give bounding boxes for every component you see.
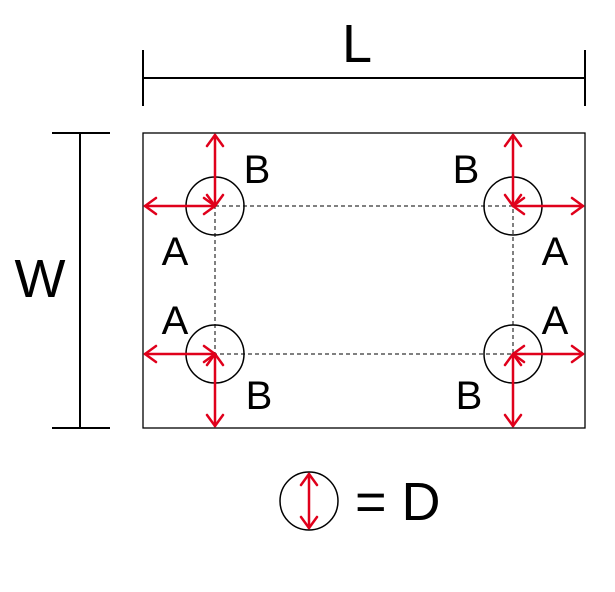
label-a-top-left: A [162, 230, 189, 274]
length-dimension [142, 50, 586, 106]
arrow-b-bottom-right [503, 352, 523, 428]
legend-equals-d: = D [355, 472, 441, 532]
label-b-bottom-right: B [456, 374, 483, 418]
hole-center-pattern [214, 205, 514, 355]
label-a-bottom-left: A [162, 299, 189, 343]
label-b-top-right: B [453, 148, 480, 192]
arrow-a-top-right [511, 196, 585, 216]
arrow-a-bottom-left [143, 344, 217, 364]
edge-distance-arrows [143, 133, 585, 428]
mounting-holes [185, 176, 543, 384]
label-b-top-left: B [244, 148, 271, 192]
arrow-a-top-left [143, 196, 217, 216]
length-label: L [342, 14, 372, 74]
width-label: W [15, 249, 66, 309]
arrow-b-bottom-left [205, 352, 225, 428]
arrow-a-bottom-right [511, 344, 585, 364]
label-a-top-right: A [542, 230, 569, 274]
hole-diameter-icon [279, 471, 339, 531]
arrow-b-top-left [205, 133, 225, 208]
width-dimension [52, 132, 110, 429]
label-a-bottom-right: A [542, 299, 569, 343]
plate-outline [142, 132, 586, 429]
arrow-b-top-right [503, 133, 523, 208]
label-b-bottom-left: B [246, 374, 273, 418]
